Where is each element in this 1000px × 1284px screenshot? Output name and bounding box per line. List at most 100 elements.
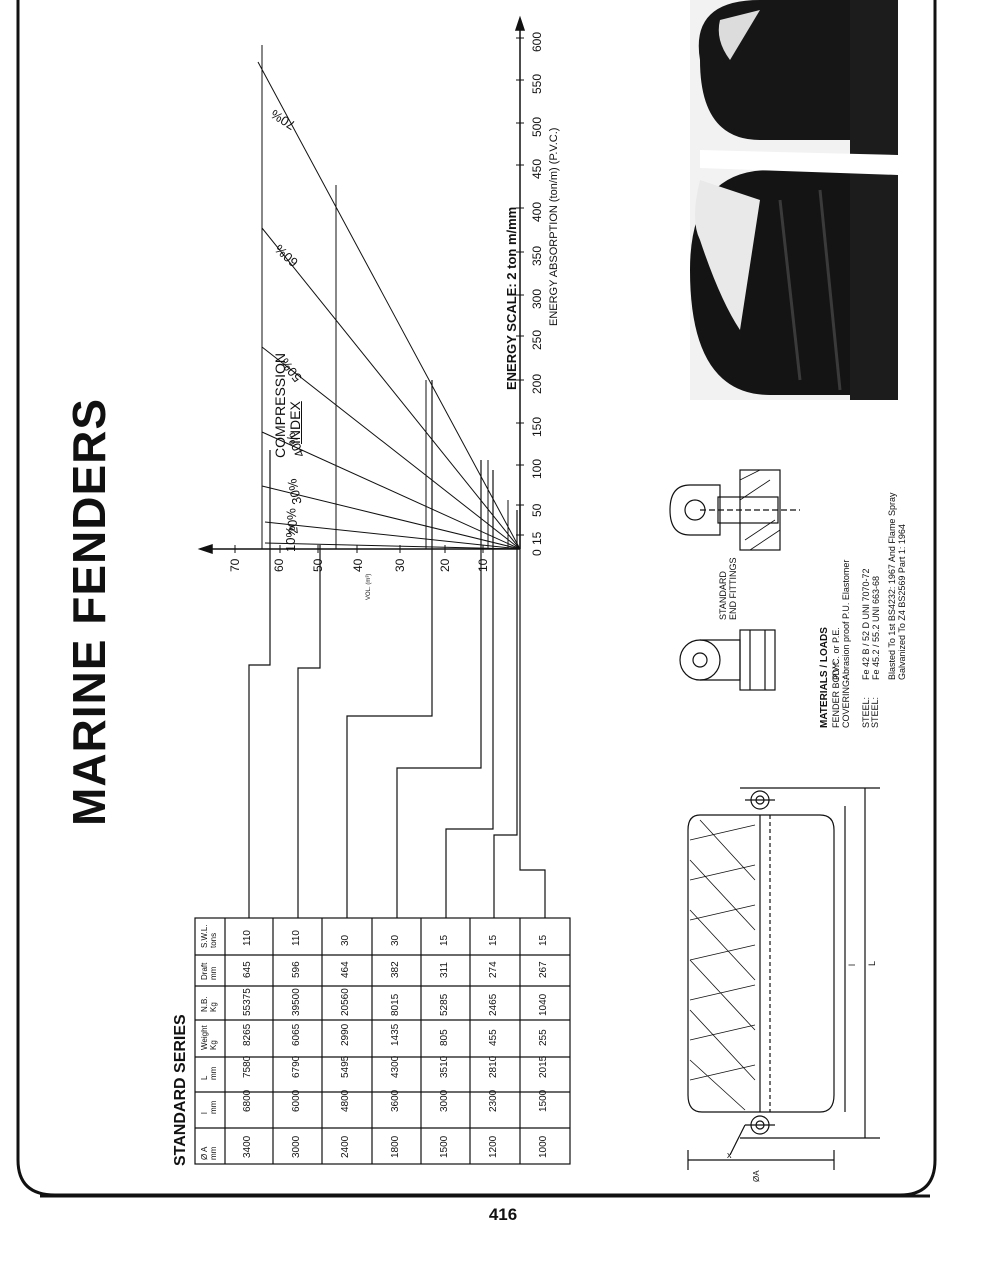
x-tick-label: 250 [530,329,544,350]
table-to-chart-leaders [248,380,546,918]
table-cell: 4800 [340,1089,351,1112]
x-tick-label: 0 [530,549,544,556]
chart-axes [197,15,526,555]
table-cell: 15 [538,934,549,946]
y-tick-label: 30 [393,558,407,572]
table-cell: 8265 [242,1023,253,1046]
series-label-20: 20% [283,507,301,535]
table-cell: 3510 [439,1055,450,1078]
table-cell: 1800 [390,1135,401,1158]
table-cell: 20560 [340,988,351,1016]
compression-line-70 [257,61,521,550]
table-cell: 6790 [291,1055,302,1078]
table-cell: 2015 [538,1055,549,1078]
table-cell: 15 [439,934,450,946]
x-tick-label: 15 [530,531,544,545]
table-cell: 5285 [439,993,450,1016]
y-tick-label: 60 [272,558,286,572]
table-cell: 596 [291,961,302,978]
table-cell: 6800 [242,1089,253,1112]
x-tick-label: 450 [530,158,544,179]
x-tick-label: 200 [530,373,544,394]
table-cell: 110 [242,930,253,946]
compression-line-10 [264,542,521,550]
table-cell: 8015 [390,993,401,1016]
y-axis-label: VOL. (m³) [366,573,372,600]
table-cell: 30 [340,934,351,946]
table-cell: 1200 [488,1135,499,1158]
table-cell: 255 [538,1029,549,1046]
steel-label: STEEL: [870,696,880,728]
table-header-nb: N.B.Kg [200,996,218,1012]
table-cell: 1435 [390,1023,401,1046]
table-cell: 15 [488,934,499,946]
standard-series-table-grid [194,917,571,1165]
x-tick-label: 300 [530,288,544,309]
table-cell: 805 [439,1029,450,1046]
end-fittings-drawing [669,469,800,691]
drawing-label-L: L [867,960,877,966]
energy-scale-label: ENERGY SCALE: 2 ton m/mm [504,206,519,390]
table-cell: 267 [538,961,549,978]
table-cell: 2810 [488,1055,499,1078]
table-cell: 1500 [538,1089,549,1112]
table-cell: 1500 [439,1135,450,1158]
table-cell: 382 [390,961,401,978]
table-cell: 1000 [538,1135,549,1158]
x-tick-label: 50 [530,503,544,517]
table-cell: 3000 [291,1135,302,1158]
table-cell: 464 [340,961,351,978]
table-cell: 2465 [488,993,499,1016]
table-cell: 2300 [488,1089,499,1112]
fender-drawing [687,787,880,1170]
x-tick-label: 350 [530,245,544,266]
compression-line-40 [261,431,521,550]
table-cell: 2990 [340,1023,351,1046]
table-cell: 4300 [390,1055,401,1078]
table-cell: 311 [439,962,450,978]
compression-line-20 [264,521,521,550]
table-cell: 5495 [340,1055,351,1078]
y-tick-label: 50 [311,558,325,572]
table-header-swl: S.W.L.tons [200,924,218,948]
table-cell: 6065 [291,1023,302,1046]
table-cell: 39500 [291,988,302,1016]
table-cell: 455 [488,1029,499,1046]
end-fittings-label: STANDARD END FITTINGS [718,557,738,621]
x-tick-label: 400 [530,201,544,222]
materials-row: FENDER BODY:P.V.C. or P.E. [831,627,841,728]
y-tick-label: 40 [351,558,365,572]
materials-row: COVERING:Abrasion proof P.U. Elastomer [841,559,851,728]
chart-grid [261,45,509,549]
compression-index-lines [257,61,521,550]
table-cell: 274 [488,961,499,978]
compression-line-50 [261,346,521,550]
table-cell: 3400 [242,1135,253,1158]
table-cell: 3600 [390,1089,401,1112]
materials-heading: MATERIALS / LOADS [819,627,830,728]
x-tick-label: 550 [530,73,544,94]
x-tick-label: 100 [530,458,544,479]
table-cell: 55375 [242,988,253,1016]
page-number: 416 [488,1205,518,1224]
x-tick-label: 600 [530,31,544,52]
table-cell: 1040 [538,993,549,1016]
drawing-label-x: x [727,1150,732,1160]
y-tick-label: 70 [228,558,242,572]
compression-line-60 [261,227,521,550]
drawing-label-l: l [847,964,857,966]
section-title: STANDARD SERIES [172,1014,189,1166]
y-tick-label: 10 [476,558,490,572]
chart-y-ticks [234,545,484,553]
table-cell: 7580 [242,1055,253,1078]
table-cell: 30 [390,934,401,946]
compression-line-30 [261,485,521,550]
y-tick-label: 20 [438,558,452,572]
